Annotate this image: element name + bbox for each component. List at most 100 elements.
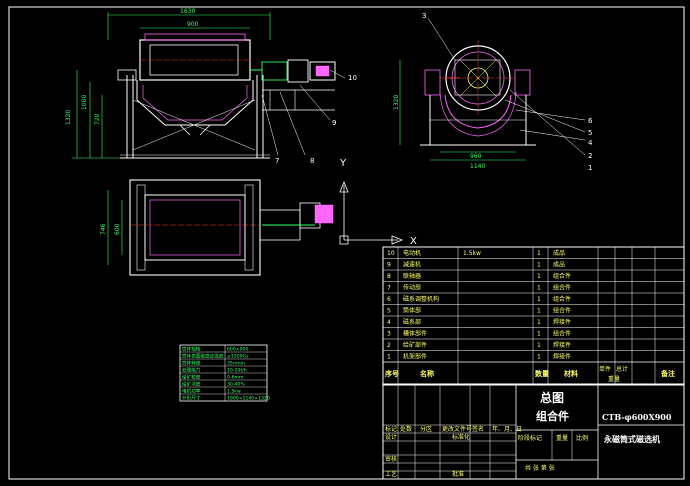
part-name: 减速机: [403, 261, 421, 269]
tb-weight: 重量: [556, 434, 568, 442]
tb-approve: 批准: [452, 470, 464, 478]
dim-h2: 1000: [81, 95, 88, 110]
plan-dim-h2: 600: [114, 223, 121, 235]
part-material: 组合件: [553, 272, 571, 280]
part-material: 成品: [553, 261, 565, 269]
callout-6: 6: [588, 117, 593, 125]
tb-zone: 分区: [420, 425, 432, 433]
tech-row-value: 1900×1140×1320: [227, 396, 270, 402]
tech-row-label: 筒体规格: [182, 346, 201, 353]
part-qty: 1: [537, 354, 541, 361]
tech-row-value: 0-6mm: [227, 375, 244, 381]
part-name: 电动机: [403, 249, 421, 257]
ucs-axis-icon: Y X: [339, 158, 417, 247]
part-no: 6: [387, 296, 391, 303]
part-qty: 1: [537, 250, 541, 257]
title-model: CTB-φ600X900: [602, 412, 672, 422]
part-name: 给矿部件: [403, 341, 427, 349]
title-product: 永磁筒式磁选机: [603, 434, 660, 444]
callout-7: 7: [275, 157, 279, 165]
callout-9: 9: [332, 119, 336, 127]
tb-doc-no: 更改文件号: [442, 425, 472, 433]
axis-y-label: Y: [339, 158, 347, 169]
side-dim-h: 1320: [393, 95, 400, 110]
part-qty: 1: [537, 308, 541, 315]
tech-row-value: 35r/min: [227, 361, 245, 367]
tech-row-value: 600×900: [227, 347, 248, 353]
axis-x-label: X: [410, 236, 417, 247]
part-qty: 1: [537, 296, 541, 303]
part-qty: 1: [537, 342, 541, 349]
part-qty: 1: [537, 273, 541, 280]
tb-mark: 标记: [385, 425, 397, 433]
part-qty: 1: [537, 285, 541, 292]
parts-header-cell: 材料: [563, 369, 578, 378]
callout-1: 1: [588, 164, 592, 172]
title-block: 总图 组合件 CTB-φ600X900 永磁筒式磁选机 标记 处数 分区 更改文…: [382, 384, 685, 480]
part-no: 2: [387, 342, 391, 349]
part-name: 联轴器: [403, 272, 421, 280]
tech-row-value: 10-20t/h: [227, 368, 247, 374]
callout-4: 4: [588, 139, 593, 147]
part-qty: 1: [537, 331, 541, 338]
tech-row-label: 处理能力: [182, 367, 201, 374]
tb-signature: 签名: [472, 425, 484, 433]
front-view: 1630 900 1320 1000 720 7 8 9 10: [65, 8, 357, 165]
part-name: 槽体部件: [403, 330, 427, 338]
part-no: 10: [387, 250, 395, 257]
dim-h3: 720: [94, 113, 101, 125]
callout-2: 2: [588, 152, 592, 160]
callout-8: 8: [310, 157, 314, 165]
part-name: 筒体部: [403, 307, 421, 315]
parts-header-cell: 备注: [660, 369, 675, 378]
parts-header-weight-total: 总计: [616, 365, 628, 373]
dim-h1: 1320: [65, 110, 72, 125]
callout-5: 5: [588, 129, 592, 137]
side-view: 1320 960 1140 3 6 5 4 2 1: [393, 12, 593, 172]
parts-header-cell: 名称: [420, 369, 434, 378]
tb-sheets: 共 张 第 张: [525, 464, 555, 472]
callout-3: 3: [422, 12, 426, 20]
tb-process: 工艺: [385, 470, 397, 478]
part-no: 4: [387, 319, 391, 326]
drawing-border: [8, 6, 685, 480]
part-name: 机架部件: [403, 353, 427, 361]
side-dim-w1: 1140: [470, 163, 485, 170]
title-drawing-name-2: 组合件: [536, 409, 569, 423]
tech-row-value: 30-40%: [227, 382, 245, 388]
parts-header-cell: 数量: [535, 369, 549, 378]
part-material: 组合件: [553, 330, 571, 338]
dim-drum-width: 900: [187, 21, 199, 28]
part-name: 磁系部: [403, 318, 421, 326]
tech-row-value: ≥1500Gs: [227, 354, 249, 360]
parts-header-weight: 重量: [608, 375, 620, 383]
part-material: 组合件: [553, 307, 571, 315]
part-no: 5: [387, 308, 391, 315]
part-material: 焊接件: [553, 353, 571, 361]
part-no: 8: [387, 273, 391, 280]
plan-view: 746 600: [100, 179, 334, 276]
tb-checker: 审核: [385, 455, 397, 463]
tb-designer: 设计: [385, 433, 397, 441]
part-material: 组合件: [553, 295, 571, 303]
plan-dim-h1: 746: [100, 223, 107, 235]
tech-row-label: 电机功率: [182, 388, 201, 395]
parts-header-weight-single: 单件: [599, 365, 611, 373]
tech-row-label: 给矿粒度: [182, 374, 201, 381]
parts-header-cell: 序号: [384, 369, 399, 378]
part-material: 焊接件: [553, 341, 571, 349]
tech-row-label: 外形尺寸: [182, 395, 201, 402]
tb-scale: 比例: [576, 434, 588, 442]
tech-row-value: 1.5kw: [227, 389, 241, 395]
part-name: 传动部: [403, 284, 421, 292]
tb-count: 处数: [400, 425, 412, 433]
part-no: 3: [387, 331, 391, 338]
part-no: 1: [387, 354, 391, 361]
part-spec: 1.5kw: [463, 250, 481, 257]
part-name: 磁系调整机构: [403, 295, 439, 303]
part-no: 7: [387, 285, 391, 292]
part-material: 焊接件: [553, 318, 571, 326]
part-material: 成品: [553, 249, 565, 257]
